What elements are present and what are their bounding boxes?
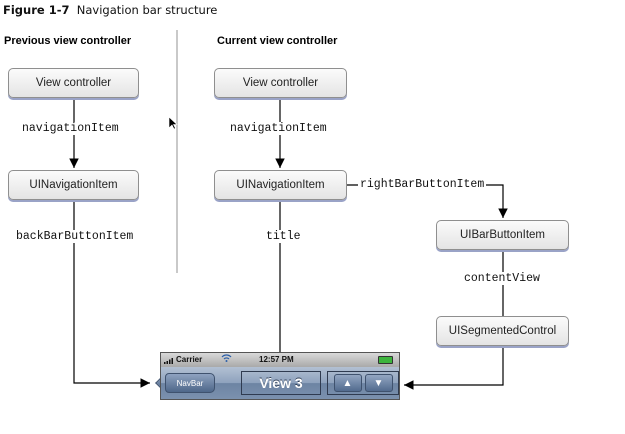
- signal-bars-icon: [164, 357, 174, 366]
- segment-down-button[interactable]: ▼: [364, 374, 393, 392]
- cur-view-controller-box: View controller: [214, 68, 347, 98]
- bar-button-item-box: UIBarButtonItem: [436, 220, 569, 250]
- column-divider: [176, 30, 178, 273]
- segmented-control[interactable]: ▲ ▼: [327, 371, 399, 395]
- status-bar: Carrier 12:57 PM: [161, 353, 399, 367]
- prev-navigation-item-box: UINavigationItem: [8, 170, 139, 200]
- back-button[interactable]: NavBar: [165, 373, 215, 393]
- content-view-label: contentView: [462, 272, 542, 285]
- status-time: 12:57 PM: [259, 355, 294, 364]
- nav-bar-body: NavBar View 3 ▲ ▼: [161, 367, 399, 399]
- back-bar-button-item-label: backBarButtonItem: [14, 230, 136, 243]
- current-column-title: Current view controller: [217, 35, 338, 47]
- cur-navigation-item-label: navigationItem: [228, 122, 329, 135]
- back-item-line: [73, 201, 150, 388]
- battery-icon: [378, 356, 393, 364]
- figure-caption: Navigation bar structure: [76, 3, 218, 17]
- pointer-cursor-icon: [168, 116, 178, 132]
- prev-view-controller-box: View controller: [8, 68, 139, 98]
- segment-line: [404, 346, 504, 390]
- segment-up-button[interactable]: ▲: [333, 374, 362, 392]
- nav-title: View 3: [241, 371, 321, 395]
- right-bar-button-item-label: rightBarButtonItem: [358, 178, 487, 191]
- previous-column-title: Previous view controller: [4, 35, 132, 47]
- figure-label: Figure 1-7: [3, 3, 70, 17]
- prev-navigation-item-label: navigationItem: [20, 122, 121, 135]
- wifi-icon: [221, 353, 232, 365]
- cur-navigation-item-box: UINavigationItem: [214, 170, 347, 200]
- title-label: title: [264, 230, 303, 243]
- carrier-label: Carrier: [176, 355, 203, 364]
- segmented-control-box: UISegmentedControl: [436, 316, 569, 346]
- navigation-bar-mockup: Carrier 12:57 PM NavBar View 3 ▲ ▼: [160, 352, 400, 400]
- figure-title: Figure 1-7 Navigation bar structure: [3, 3, 217, 17]
